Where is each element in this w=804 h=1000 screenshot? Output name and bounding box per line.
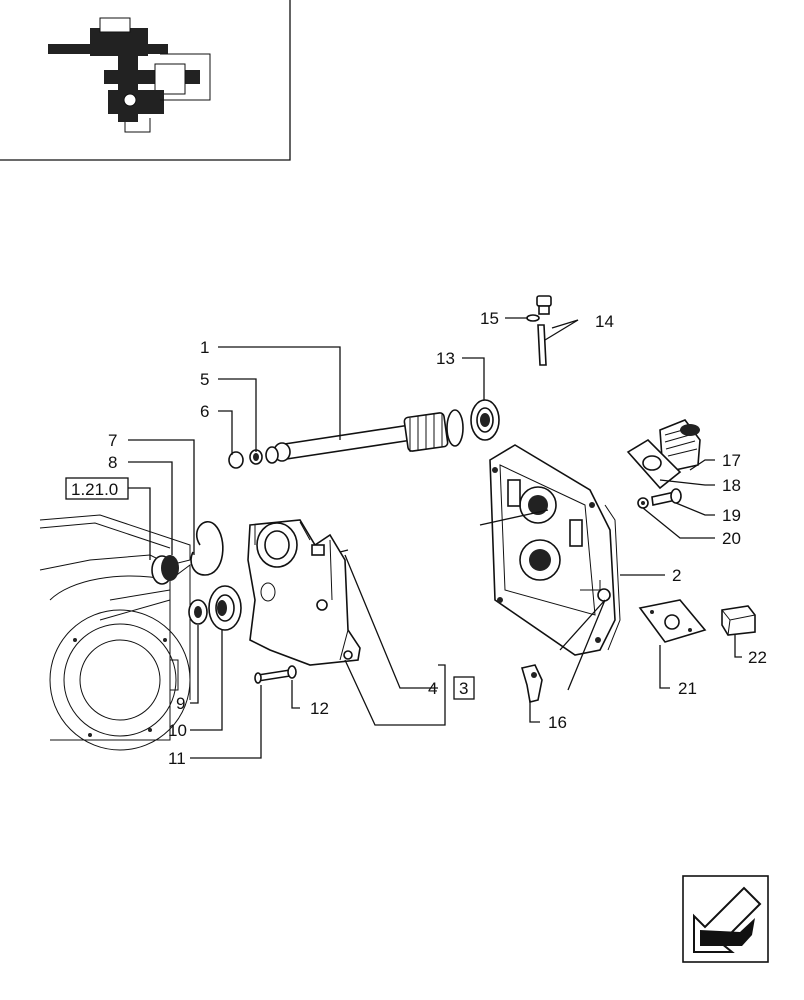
label-7: 7 <box>108 431 117 450</box>
gearbox-housing <box>39 514 191 751</box>
label-19: 19 <box>722 506 741 525</box>
label-9: 9 <box>176 694 185 713</box>
label-13: 13 <box>436 349 455 368</box>
label-17: 17 <box>722 451 741 470</box>
label-18: 18 <box>722 476 741 495</box>
label-21: 21 <box>678 679 697 698</box>
front-cover <box>247 519 361 666</box>
selector-lever <box>520 664 543 703</box>
screw <box>526 295 552 366</box>
label-5: 5 <box>200 370 209 389</box>
hex-screw <box>637 488 682 509</box>
cover-plate <box>638 599 707 643</box>
label-20: 20 <box>722 529 741 548</box>
label-15: 15 <box>480 309 499 328</box>
main-shaft <box>265 409 464 464</box>
reference-box <box>65 477 129 500</box>
label-22: 22 <box>748 648 767 667</box>
part-labels: 1 5 6 7 8 1.21.0 9 10 11 12 4 3 13 14 15… <box>65 309 767 768</box>
label-8: 8 <box>108 453 117 472</box>
previous-page-button[interactable] <box>682 875 769 963</box>
rubber-boot <box>659 419 701 471</box>
label-14: 14 <box>595 312 614 331</box>
label-11: 11 <box>168 749 186 768</box>
circlip <box>190 521 224 576</box>
quantity-label: 3 <box>459 679 468 698</box>
bearing <box>470 399 500 441</box>
label-12: 12 <box>310 699 329 718</box>
rear-housing <box>479 444 621 656</box>
leader-lines <box>128 317 742 759</box>
transmission-assembly-thumbnail <box>48 17 211 133</box>
quantity-box <box>453 676 475 700</box>
label-6: 6 <box>200 402 209 421</box>
previous-page-arrow-icon <box>693 886 762 953</box>
label-10: 10 <box>168 721 187 740</box>
label-4: 4 <box>428 679 437 698</box>
reference-label: 1.21.0 <box>71 480 118 499</box>
bolt <box>254 665 297 684</box>
label-16: 16 <box>548 713 567 732</box>
oil-seal <box>188 585 242 631</box>
thumbnail-view <box>0 0 291 161</box>
label-1: 1 <box>200 338 209 357</box>
snap-ring <box>228 449 263 469</box>
flange-gasket <box>626 438 682 490</box>
label-2: 2 <box>672 566 681 585</box>
plug-block <box>721 605 756 636</box>
